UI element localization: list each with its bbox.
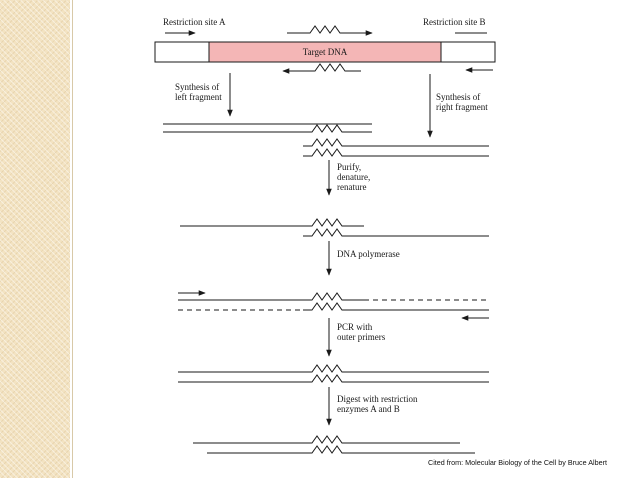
pcr-label-1: PCR with <box>337 322 373 332</box>
digest-label-1: Digest with restriction <box>337 394 418 404</box>
annealed-hybrid <box>180 218 489 237</box>
target-dna-label: Target DNA <box>303 47 348 57</box>
mutagenic-primer-bottom <box>282 63 361 74</box>
restriction-site-b-label: Restriction site B <box>423 17 486 27</box>
synthesis-left-label-2: left fragment <box>175 92 222 102</box>
synthesis-left-label-1: Synthesis of <box>175 82 219 92</box>
extended-strands <box>178 290 489 321</box>
purify-label-2: denature, <box>337 172 370 182</box>
target-dna-region <box>208 41 442 63</box>
pcr-product <box>178 364 489 383</box>
pcr-label-2: outer primers <box>337 332 386 342</box>
right-fragment <box>303 138 489 157</box>
restriction-site-a-label: Restriction site A <box>163 17 226 27</box>
purify-label-3: renature <box>337 182 366 192</box>
purify-label-1: Purify, <box>337 162 361 172</box>
dna-polymerase-label: DNA polymerase <box>337 249 400 259</box>
digested-product <box>193 435 475 454</box>
citation-text: Cited from: Molecular Biology of the Cel… <box>428 458 607 467</box>
mutagenic-primer-top <box>287 25 373 36</box>
synthesis-right-label-1: Synthesis of <box>436 92 480 102</box>
side-panel-divider <box>72 0 73 478</box>
synthesis-right-label-2: right fragment <box>436 102 488 112</box>
decorative-side-panel <box>0 0 70 478</box>
digest-label-2: enzymes A and B <box>337 404 400 414</box>
left-fragment <box>163 123 372 133</box>
